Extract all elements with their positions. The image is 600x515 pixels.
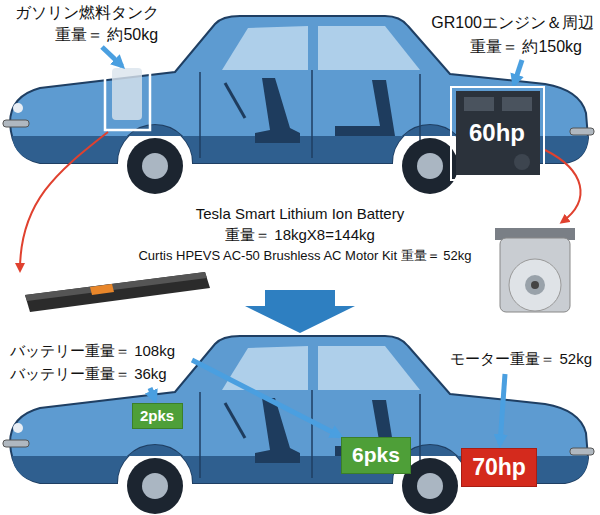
callout-arrow	[500, 374, 505, 444]
label-holder: Tesla Smart Lithium Ion Battery	[196, 205, 404, 222]
label-holder: 重量＝ 約50kg	[55, 26, 158, 44]
motor-box: 70hp	[461, 448, 537, 487]
engine-part	[502, 97, 532, 111]
car-after	[3, 336, 594, 514]
motor-shaft	[531, 281, 539, 289]
car-before	[3, 16, 594, 194]
part-label: GR100エンジン＆周辺	[431, 14, 594, 32]
weight-label: バッテリー重量＝ 36kg	[10, 365, 167, 382]
callout-arrow	[150, 388, 155, 400]
motor-hub	[525, 275, 545, 295]
callout-arrow	[102, 47, 122, 66]
part-label: Curtis HPEVS AC-50 Brushless AC Motor Ki…	[138, 249, 471, 264]
label-holder: バッテリー重量＝ 108kg	[10, 342, 175, 359]
engine-part	[514, 154, 530, 170]
weight-label: 重量＝ 約150kg	[470, 38, 582, 56]
engine-part	[464, 97, 494, 111]
transition-arrow	[245, 290, 355, 333]
node-text: 2pks	[140, 407, 174, 424]
label-holder: モーター重量＝ 52kg	[450, 350, 592, 367]
weight-label: 重量＝ 約50kg	[55, 26, 158, 44]
label-holder: ガソリン燃料タンク	[15, 4, 159, 22]
node-text: 60hp	[469, 119, 525, 147]
part-label: ガソリン燃料タンク	[15, 4, 159, 22]
label-holder: 重量＝ 約150kg	[470, 38, 582, 56]
battery-image	[25, 272, 210, 312]
engine	[456, 91, 540, 175]
tank-frame	[105, 55, 150, 130]
callout-arrow	[192, 360, 340, 436]
swap-arrow	[545, 150, 581, 222]
motor-face	[509, 259, 561, 311]
engine-box: 60hp	[450, 86, 545, 181]
weight-label: モーター重量＝ 52kg	[450, 350, 592, 367]
weight-label: 重量＝ 18kgX8=144kg	[225, 226, 375, 243]
node-text: 70hp	[472, 454, 526, 480]
battery-pack-box: 2pks	[132, 403, 183, 429]
battery-connector	[90, 284, 114, 295]
weight-label: バッテリー重量＝ 108kg	[10, 342, 175, 359]
label-holder: バッテリー重量＝ 36kg	[10, 365, 167, 382]
node-text: 6pks	[352, 443, 400, 467]
label-holder: Curtis HPEVS AC-50 Brushless AC Motor Ki…	[138, 249, 471, 264]
label-holder: 重量＝ 18kgX8=144kg	[225, 226, 375, 243]
part-label: Tesla Smart Lithium Ion Battery	[196, 205, 404, 222]
motor-image	[500, 238, 570, 312]
swap-arrow	[20, 132, 108, 270]
callout-arrow	[514, 60, 522, 84]
battery-top	[25, 272, 207, 301]
battery-pack-box: 6pks	[341, 437, 411, 474]
fuel-tank	[112, 68, 142, 120]
label-holder: GR100エンジン＆周辺	[431, 14, 594, 32]
